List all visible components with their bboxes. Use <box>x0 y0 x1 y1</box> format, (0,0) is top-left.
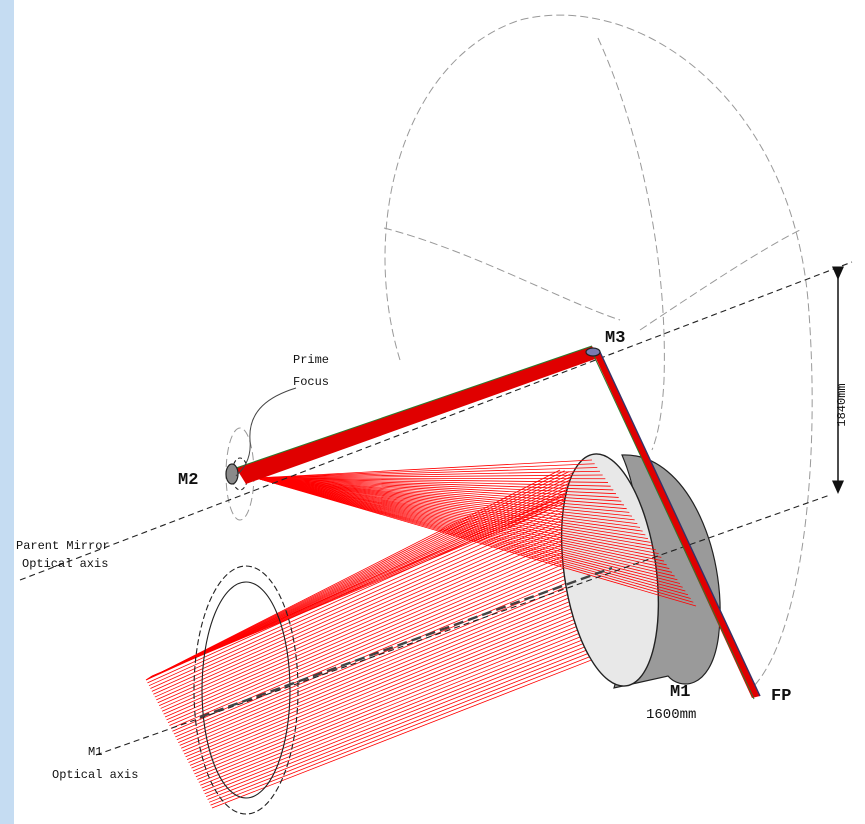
converging-ray <box>255 477 659 554</box>
m1-size-label: 1600mm <box>646 707 696 723</box>
converging-ray <box>255 477 657 551</box>
converging-ray <box>255 477 670 569</box>
converging-ray <box>255 467 598 479</box>
m1-mirror-face <box>560 453 660 687</box>
parent-axis-label-line2: Optical axis <box>22 557 108 571</box>
converging-ray <box>255 477 633 517</box>
ghost-chord <box>639 229 801 331</box>
converging-ray <box>255 477 673 573</box>
converging-ray <box>255 477 614 491</box>
incoming-ray <box>160 502 629 709</box>
parent-axis-label-line1: Parent Mirror <box>16 539 110 553</box>
incoming-ray <box>153 486 620 695</box>
converging-ray <box>255 477 641 528</box>
converging-ray <box>255 477 691 599</box>
optical-axes <box>19 261 853 756</box>
incoming-ray <box>150 479 616 689</box>
converging-ray <box>255 477 675 577</box>
beam-m2-to-m3 <box>236 346 598 484</box>
prime-focus-label-line2: Focus <box>293 375 329 389</box>
converging-ray <box>255 477 686 592</box>
incoming-ray <box>163 509 633 715</box>
converging-ray <box>255 477 627 510</box>
converging-ray <box>255 477 665 562</box>
prime-focus-leader-line <box>235 387 297 477</box>
incoming-ray <box>151 482 618 692</box>
sidebar-strip <box>0 0 14 824</box>
aperture-outer-ellipse <box>193 565 299 815</box>
prime-focus-label-line1: Prime <box>293 353 329 367</box>
converging-ray <box>255 477 662 558</box>
converging-ray <box>255 477 609 483</box>
m1-mirror <box>560 453 721 689</box>
converging-ray <box>255 477 625 506</box>
converging-ray <box>255 477 697 607</box>
converging-ray <box>255 459 593 479</box>
m1-axis-label-line1: M1 <box>88 745 102 759</box>
beam-m3-to-fp-edge <box>599 351 761 697</box>
incoming-ray <box>169 522 641 726</box>
converging-ray <box>255 477 689 596</box>
ghost-meridian <box>597 37 665 451</box>
m1-axis-label-line2: Optical axis <box>52 768 138 782</box>
converging-ray <box>255 477 643 532</box>
incoming-ray-edge <box>145 469 561 681</box>
fp-label: FP <box>771 687 791 706</box>
dimension-label: 1840mm <box>835 383 849 426</box>
aperture-inner-ellipse <box>201 581 291 799</box>
converging-ray <box>255 477 651 543</box>
converging-ray <box>255 477 622 502</box>
incoming-ray <box>157 496 626 704</box>
m3-mirror <box>585 347 601 357</box>
m1-axis-central-ray <box>199 566 613 719</box>
parent-mirror-optical-axis <box>19 261 853 581</box>
incoming-ray-edge <box>151 479 621 677</box>
converging-ray <box>255 477 630 513</box>
m2-mirror <box>225 463 239 485</box>
converging-ray <box>255 477 678 581</box>
converging-ray <box>255 477 667 566</box>
beam-m3-to-fp-edge2 <box>593 355 755 700</box>
m2-label: M2 <box>178 471 198 490</box>
converging-ray-fan <box>255 459 697 607</box>
beam-m3-to-fp <box>592 350 760 698</box>
converging-ray <box>255 463 595 479</box>
m3-label: M3 <box>605 329 625 348</box>
converging-ray <box>255 477 635 521</box>
converging-ray <box>255 477 617 495</box>
converging-ray <box>255 477 611 487</box>
converging-ray <box>255 474 603 479</box>
converging-ray <box>255 477 694 603</box>
incoming-ray <box>159 499 627 706</box>
converging-ray <box>255 477 654 547</box>
converging-ray <box>255 477 619 498</box>
converging-ray <box>255 477 638 525</box>
converging-ray <box>255 470 601 479</box>
incoming-ray <box>164 512 635 718</box>
ghost-inner-arc <box>383 227 621 321</box>
m1-label: M1 <box>670 683 690 702</box>
beam-m2-to-m3-edge <box>235 345 593 469</box>
converging-ray <box>255 477 606 480</box>
converging-ray <box>255 477 649 540</box>
reflected-beams <box>235 345 761 700</box>
converging-ray <box>255 477 646 536</box>
converging-ray <box>255 477 681 584</box>
ghost-outer-arc <box>384 14 813 689</box>
